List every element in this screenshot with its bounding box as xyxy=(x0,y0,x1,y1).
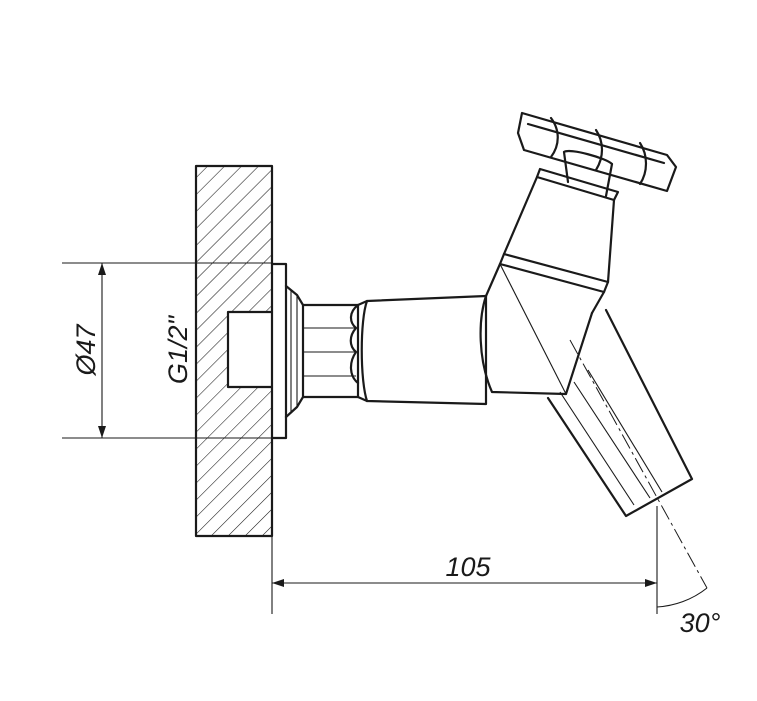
valve-bonnet xyxy=(479,167,620,396)
spout xyxy=(546,308,694,518)
angle-label: 30° xyxy=(680,608,721,638)
diameter-dimension: Ø47 xyxy=(71,263,106,438)
angle-dimension: 30° xyxy=(656,587,721,638)
length-label: 105 xyxy=(445,552,491,582)
faucet-body xyxy=(356,294,488,406)
handwheel xyxy=(516,111,678,193)
thread-label: G1/2" xyxy=(163,315,193,385)
extension-lines xyxy=(62,262,658,614)
valve-stem xyxy=(562,150,614,198)
length-dimension: 105 xyxy=(272,552,657,587)
hex-nut xyxy=(301,303,360,399)
wall-section xyxy=(194,164,274,538)
spout-centerline xyxy=(569,339,708,589)
diameter-label: Ø47 xyxy=(71,324,101,377)
wall-flange xyxy=(270,262,305,440)
